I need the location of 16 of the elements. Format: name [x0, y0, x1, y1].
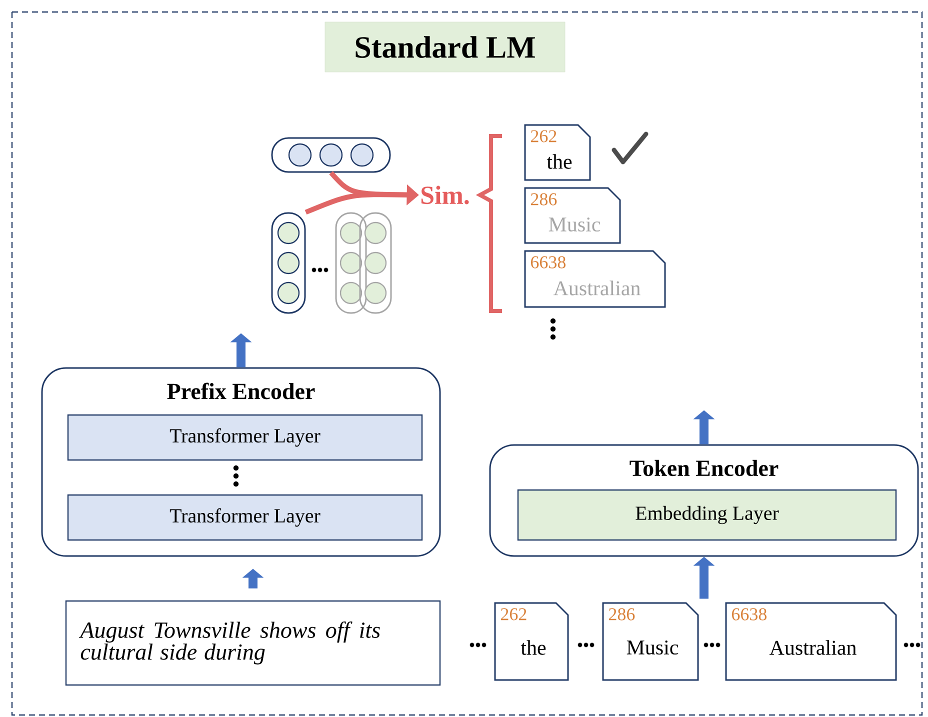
layer-box: Transformer Layer — [67, 494, 423, 541]
vector-capsule — [271, 137, 391, 173]
vector-capsule — [271, 212, 306, 314]
token-card: 6638 Australian — [725, 602, 897, 681]
token-card: 6638 Australian — [524, 250, 666, 308]
input-text-box: August Townsville shows off its cultural side during — [65, 600, 441, 686]
token-card: 262 the — [494, 602, 569, 681]
layer-box: Transformer Layer — [67, 414, 423, 461]
token-card: 286 Music — [602, 602, 699, 681]
title-box: Standard LM — [324, 22, 566, 72]
vector-capsule — [359, 212, 392, 314]
vector-capsule — [335, 212, 367, 314]
token-card: 286 Music — [524, 187, 621, 244]
token-card: 262 the — [524, 124, 591, 181]
layer-box: Embedding Layer — [517, 489, 897, 541]
similarity-label: Sim. — [421, 186, 469, 204]
